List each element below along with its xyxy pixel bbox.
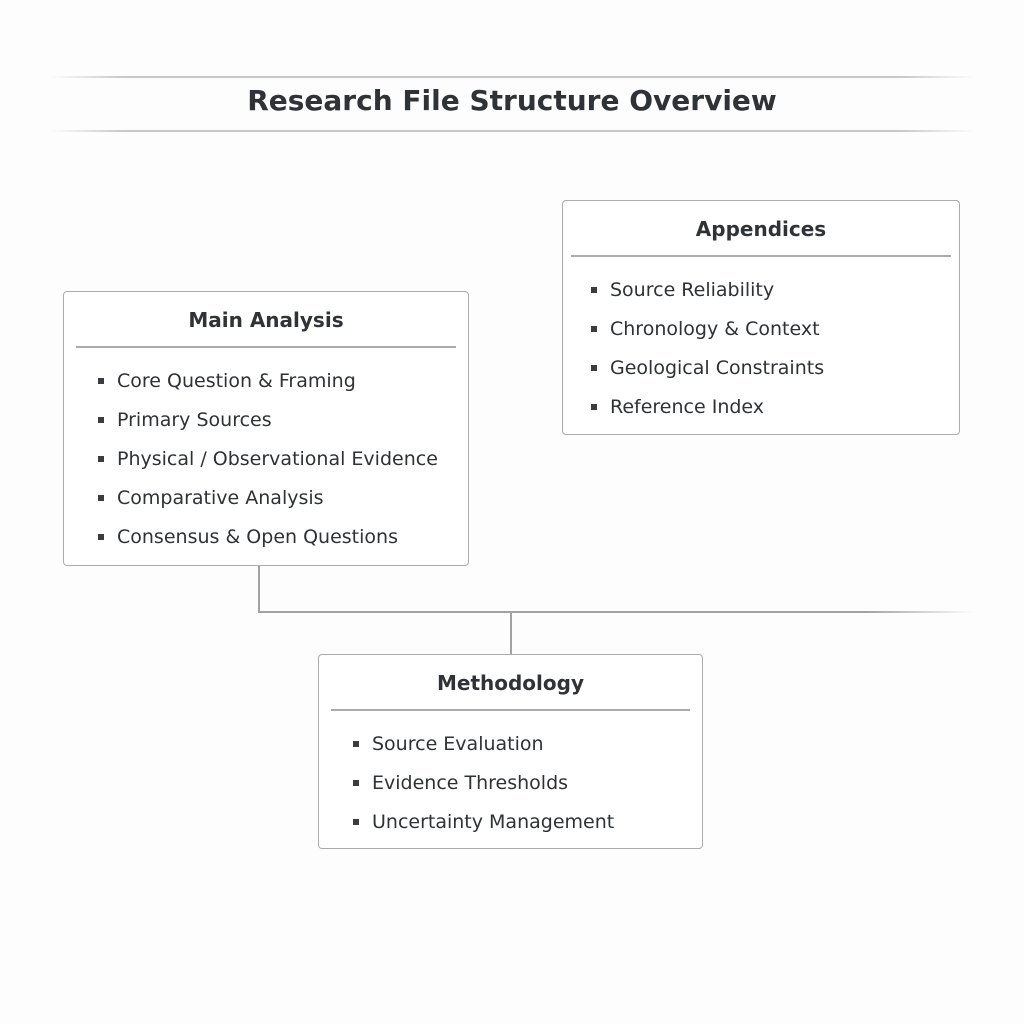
divider [571,255,951,257]
list-item: Physical / Observational Evidence [98,440,468,479]
list-item: Chronology & Context [591,310,959,349]
box-title: Methodology [436,671,584,695]
item-label: Reference Index [610,395,765,418]
bullet-icon [591,404,597,410]
list-item: Primary Sources [98,401,468,440]
list-item: Consensus & Open Questions [98,518,468,557]
box-title: Main Analysis [188,308,344,332]
box-title: Appendices [695,217,827,241]
item-label: Comparative Analysis [117,486,324,509]
title-bottom-rule [50,130,974,132]
bullet-icon [353,741,359,747]
list-item: Uncertainty Management [353,803,702,842]
bullet-icon [98,456,104,462]
bullet-icon [98,495,104,501]
list-item: Geological Constraints [591,349,959,388]
divider [76,346,456,348]
methodology-box: Methodology Source Evaluation Evidence T… [318,654,703,849]
item-label: Core Question & Framing [117,369,356,392]
appendices-box: Appendices Source Reliability Chronology… [562,200,960,435]
list-item: Source Evaluation [353,725,702,764]
list-item: Core Question & Framing [98,362,468,401]
list-item: Reference Index [591,388,959,427]
item-label: Physical / Observational Evidence [117,447,438,470]
item-label: Uncertainty Management [372,810,615,833]
item-label: Primary Sources [117,408,272,431]
item-label: Consensus & Open Questions [117,525,398,548]
bullet-icon [353,780,359,786]
bullet-icon [591,287,597,293]
connector-main-down [258,565,260,613]
title-top-rule [50,76,974,78]
item-label: Evidence Thresholds [372,771,569,794]
bullet-icon [98,417,104,423]
list-item: Source Reliability [591,271,959,310]
connector-horizontal [258,611,973,613]
list-item: Comparative Analysis [98,479,468,518]
item-label: Source Reliability [610,278,775,301]
connector-methodology-up [510,611,512,655]
item-label: Source Evaluation [372,732,544,755]
list-item: Evidence Thresholds [353,764,702,803]
bullet-icon [353,819,359,825]
item-label: Chronology & Context [610,317,820,340]
bullet-icon [98,378,104,384]
main-analysis-box: Main Analysis Core Question & Framing Pr… [63,291,469,566]
bullet-icon [591,365,597,371]
page-title: Research File Structure Overview [247,84,777,117]
bullet-icon [98,534,104,540]
item-label: Geological Constraints [610,356,825,379]
bullet-icon [591,326,597,332]
divider [331,709,690,711]
